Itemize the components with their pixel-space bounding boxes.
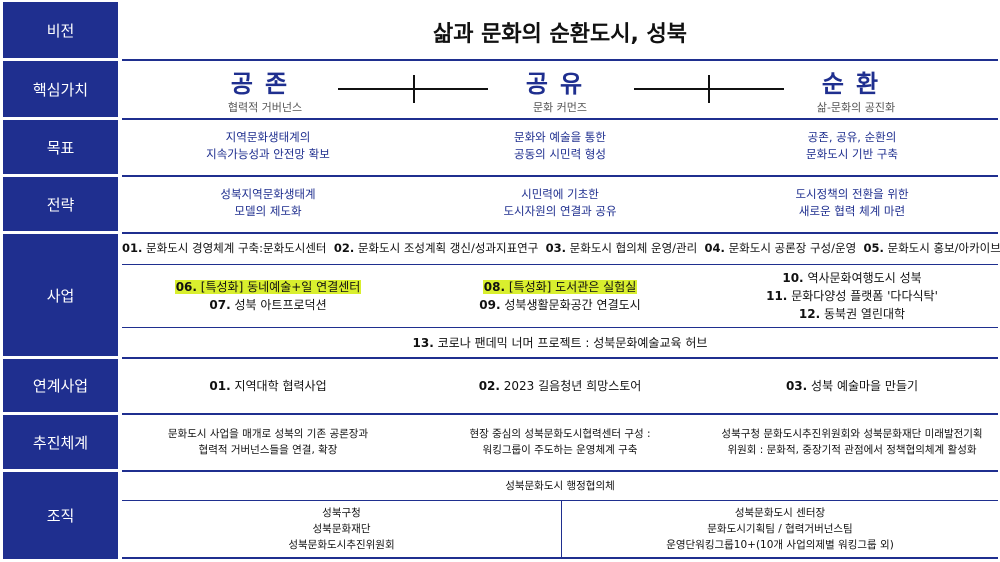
project-item: 06. [특성화] 동네예술+일 연결센터 [174,280,362,294]
goal-line: 지속가능성과 안전망 확보 [206,147,330,161]
core-value-title: 공유 [525,70,595,98]
projects-row-13: 13. 코로나 팬데믹 너머 프로젝트 : 성북문화예술교육 허브 [412,336,708,350]
org-line: 성북구청 [322,507,361,519]
core-value-subtitle: 문화 커먼즈 [532,101,588,114]
strategy-item: 성북지역문화생태계 모델의 제도화 [122,186,414,220]
rule [122,118,998,120]
strategy-item: 도시정책의 전환을 위한 새로운 협력 체계 마련 [706,186,998,220]
project-item: 02. 문화도시 조성계획 갱신/성과지표연구 [333,241,539,255]
rule [122,175,998,177]
label-strategy: 전략 [3,177,118,231]
rule [122,232,998,234]
rule [122,264,998,265]
strategy-line: 도시정책의 전환을 위한 [795,187,909,201]
core-value-coexistence: 공존 협력적 거버넌스 [195,64,335,115]
system-item: 성북구청 문화도시추진위원회와 성북문화재단 미래발전기획 위원회 : 문화적,… [706,426,998,458]
org-line: 문화도시기획팀 / 협력거버넌스팀 [707,523,853,535]
rule [122,470,998,472]
org-left: 성북구청 성북문화재단 성북문화도시추진위원회 [122,505,561,553]
project-item: 04. 문화도시 공론장 구성/운영 [704,241,857,255]
projects-col-1: 06. [특성화] 동네예술+일 연결센터 07. 성북 아트프로덕션 [122,278,414,314]
label-system: 추진체계 [3,415,118,469]
label-core-values: 핵심가치 [3,61,118,117]
org-line: 성북문화도시 센터장 [734,507,826,519]
core-value-sharing: 공유 문화 커먼즈 [490,64,630,115]
project-item: 09. 성북생활문화공간 연결도시 [479,298,641,312]
label-organization: 조직 [3,472,118,559]
system-line: 문화도시 사업을 매개로 성북의 기존 공론장과 [167,428,369,440]
rule [122,357,998,359]
strategy-line: 도시자원의 연결과 공유 [503,204,617,218]
label-vision: 비전 [3,2,118,58]
core-value-circulation: 순환 삶-문화의 공진화 [786,64,926,115]
rule [122,500,998,501]
project-item: 08. [특성화] 도서관은 실험실 [482,280,638,294]
linked-item: 02. 2023 길음청년 희망스토어 [478,379,642,393]
system-line: 워킹그룹이 주도하는 운영체계 구축 [482,444,638,456]
vision-title: 삶과 문화의 순환도시, 성북 [433,22,687,47]
project-item: 12. 동북권 열린대학 [798,307,906,321]
goal-item: 지역문화생태계의 지속가능성과 안전망 확보 [122,129,414,163]
projects-col-3: 10. 역사문화여행도시 성북 11. 문화다양성 플랫폼 '다다식탁' 12.… [706,269,998,323]
core-value-title: 순환 [821,70,891,98]
goal-line: 문화와 예술을 통한 [514,130,606,144]
core-value-subtitle: 협력적 거버넌스 [227,101,303,114]
system-line: 성북구청 문화도시추진위원회와 성북문화재단 미래발전기획 [721,428,983,440]
org-right: 성북문화도시 센터장 문화도시기획팀 / 협력거버넌스팀 운영단워킹그룹10+(… [562,505,998,553]
goal-item: 문화와 예술을 통한 공동의 시민력 형성 [414,129,706,163]
system-line: 협력적 거버넌스들을 연결, 확장 [198,444,338,456]
project-item: 07. 성북 아트프로덕션 [209,298,327,312]
projects-col-2: 08. [특성화] 도서관은 실험실 09. 성북생활문화공간 연결도시 [414,278,706,314]
core-value-subtitle: 삶-문화의 공진화 [816,101,896,114]
label-goals: 목표 [3,120,118,174]
connector-tick [413,75,415,103]
strategy-item: 시민력에 기초한 도시자원의 연결과 공유 [414,186,706,220]
projects-row-common: 01. 문화도시 경영체계 구축:문화도시센터 02. 문화도시 조성계획 갱신… [122,240,1000,256]
org-divider [561,501,562,557]
goal-line: 지역문화생태계의 [225,130,311,144]
strategy-line: 성북지역문화생태계 [220,187,316,201]
org-line: 운영단워킹그룹10+(10개 사업의제별 워킹그룹 외) [666,539,894,551]
system-line: 현장 중심의 성북문화도시협력센터 구성 : [469,428,651,440]
rule [122,59,998,61]
strategy-line: 시민력에 기초한 [521,187,599,201]
strategy-line: 새로운 협력 체계 마련 [798,204,906,218]
project-item: 03. 문화도시 협의체 운영/관리 [545,241,698,255]
label-projects: 사업 [3,234,118,356]
rule [122,557,998,559]
core-value-title: 공존 [230,70,300,98]
system-line: 위원회 : 문화적, 중장기적 관점에서 정책협의체계 활성화 [727,444,977,456]
system-item: 문화도시 사업을 매개로 성북의 기존 공론장과 협력적 거버넌스들을 연결, … [122,426,414,458]
linked-item: 01. 지역대학 협력사업 [209,379,327,393]
goal-line: 공동의 시민력 형성 [514,147,606,161]
rule [122,327,998,328]
goal-line: 공존, 공유, 순환의 [807,130,897,144]
org-admin-council: 성북문화도시 행정협의체 [505,480,615,492]
project-item: 05. 문화도시 홍보/아카이브 [863,241,1000,255]
connector-tick [708,75,710,103]
strategy-line: 모델의 제도화 [234,204,302,218]
linked-item: 03. 성북 예술마을 만들기 [785,379,919,393]
project-item: 10. 역사문화여행도시 성북 [782,271,922,285]
goal-item: 공존, 공유, 순환의 문화도시 기반 구축 [706,129,998,163]
project-item: 01. 문화도시 경영체계 구축:문화도시센터 [122,241,327,255]
org-line: 성북문화도시추진위원회 [288,539,395,551]
label-linked: 연계사업 [3,359,118,412]
org-line: 성북문화재단 [312,523,371,535]
goal-line: 문화도시 기반 구축 [806,147,898,161]
system-item: 현장 중심의 성북문화도시협력센터 구성 : 워킹그룹이 주도하는 운영체계 구… [414,426,706,458]
project-item: 11. 문화다양성 플랫폼 '다다식탁' [766,289,938,303]
rule [122,413,998,415]
